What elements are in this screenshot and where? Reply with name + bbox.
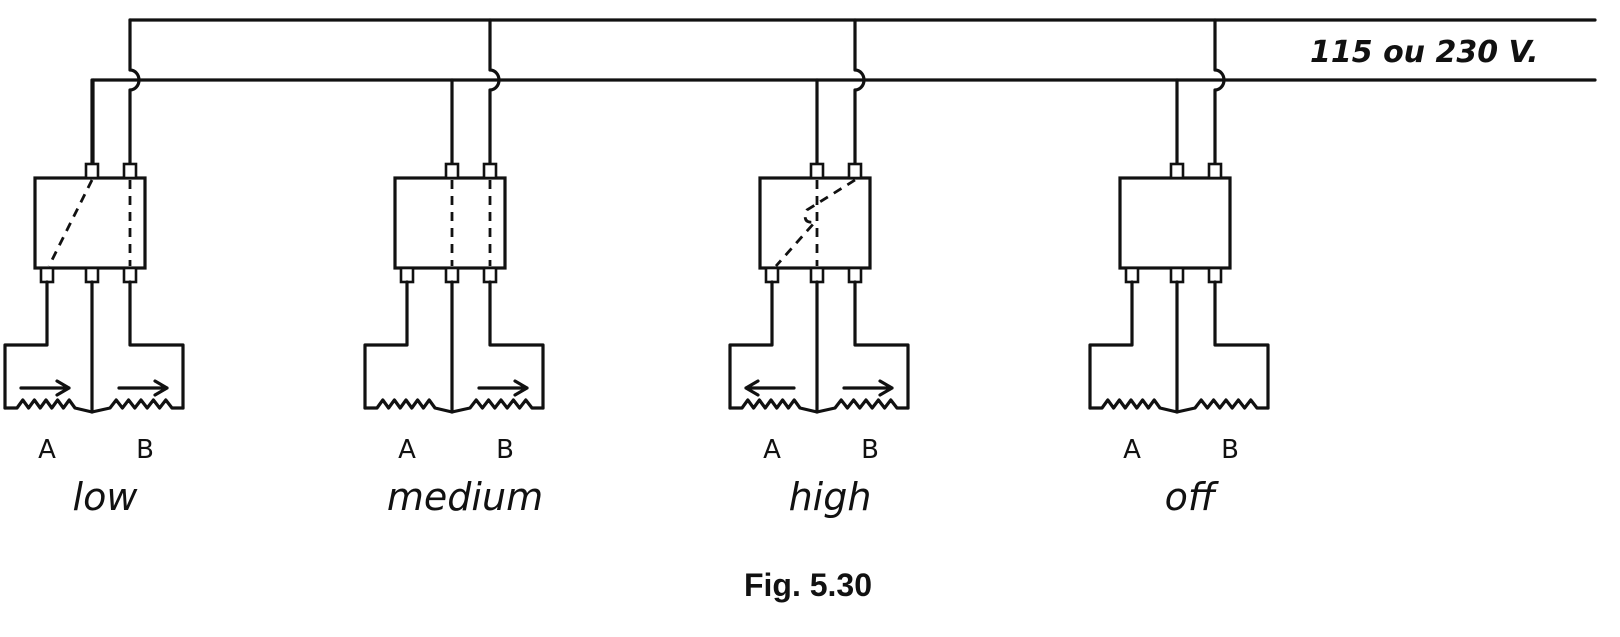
voltage-label: 115 ou 230 V. — [1310, 35, 1539, 70]
bottom-terminal — [847, 266, 863, 284]
coil-a-label-high: A — [763, 435, 781, 465]
setting-label-low: low — [73, 475, 139, 519]
coil-b-label-high: B — [861, 435, 879, 465]
arrow-b — [117, 379, 169, 397]
switch-box — [33, 176, 147, 270]
coil-a-label-off: A — [1123, 435, 1141, 465]
bottom-terminal — [39, 266, 55, 284]
lead-right — [853, 18, 866, 167]
top-terminal — [809, 162, 825, 180]
coil-lead-a — [728, 280, 774, 410]
switch-unit-medium — [363, 18, 545, 414]
coil-lead-b — [128, 280, 185, 410]
lead-right — [1213, 18, 1226, 167]
coil-lead-b — [853, 280, 910, 410]
link-dashed — [774, 178, 856, 267]
resistor-b — [1175, 398, 1270, 414]
coil-lead-b — [1213, 280, 1270, 410]
figure-caption: Fig. 5.30 — [744, 567, 872, 603]
bottom-terminal — [1169, 266, 1185, 284]
top-terminal — [1169, 162, 1185, 180]
link-dashed — [47, 179, 94, 267]
arrow-a — [19, 379, 71, 397]
top-terminal — [847, 162, 863, 180]
coil-b-label-off: B — [1221, 435, 1239, 465]
coil-a-label-medium: A — [398, 435, 416, 465]
coil-lead-a — [363, 280, 409, 410]
bottom-terminal — [84, 266, 100, 284]
top-terminal — [1207, 162, 1223, 180]
switch-box — [1118, 176, 1232, 270]
top-terminal — [122, 162, 138, 180]
top-terminal — [444, 162, 460, 180]
switch-unit-high — [728, 18, 910, 414]
bottom-terminal — [764, 266, 780, 284]
resistor-b — [90, 398, 185, 414]
resistor-b — [815, 398, 910, 414]
setting-label-medium: medium — [387, 475, 543, 519]
resistor-a — [1088, 398, 1179, 414]
coil-lead-b — [488, 280, 545, 410]
lead-right — [128, 18, 141, 167]
bottom-terminal — [482, 266, 498, 284]
setting-label-high: high — [789, 475, 872, 519]
bottom-terminal — [1124, 266, 1140, 284]
bottom-terminal — [444, 266, 460, 284]
arrow-a — [744, 379, 796, 397]
resistor-a — [3, 398, 94, 414]
top-terminal — [482, 162, 498, 180]
arrow-b — [477, 379, 529, 397]
switch-box — [393, 176, 507, 270]
resistor-a — [363, 398, 454, 414]
resistor-b — [450, 398, 545, 414]
top-terminal — [84, 162, 100, 180]
lead-right — [488, 18, 501, 167]
setting-label-off: off — [1165, 475, 1219, 519]
switch-unit-low — [3, 18, 185, 414]
coil-b-label-low: B — [136, 435, 154, 465]
coil-b-label-medium: B — [496, 435, 514, 465]
bottom-terminal — [1207, 266, 1223, 284]
arrow-b — [842, 379, 894, 397]
bottom-terminal — [399, 266, 415, 284]
resistor-a — [728, 398, 819, 414]
switch-unit-off — [1088, 18, 1270, 414]
coil-a-label-low: A — [38, 435, 56, 465]
coil-lead-a — [1088, 280, 1134, 410]
switch-box — [758, 176, 872, 270]
bottom-terminal — [809, 266, 825, 284]
coil-lead-a — [3, 280, 49, 410]
bottom-terminal — [122, 266, 138, 284]
